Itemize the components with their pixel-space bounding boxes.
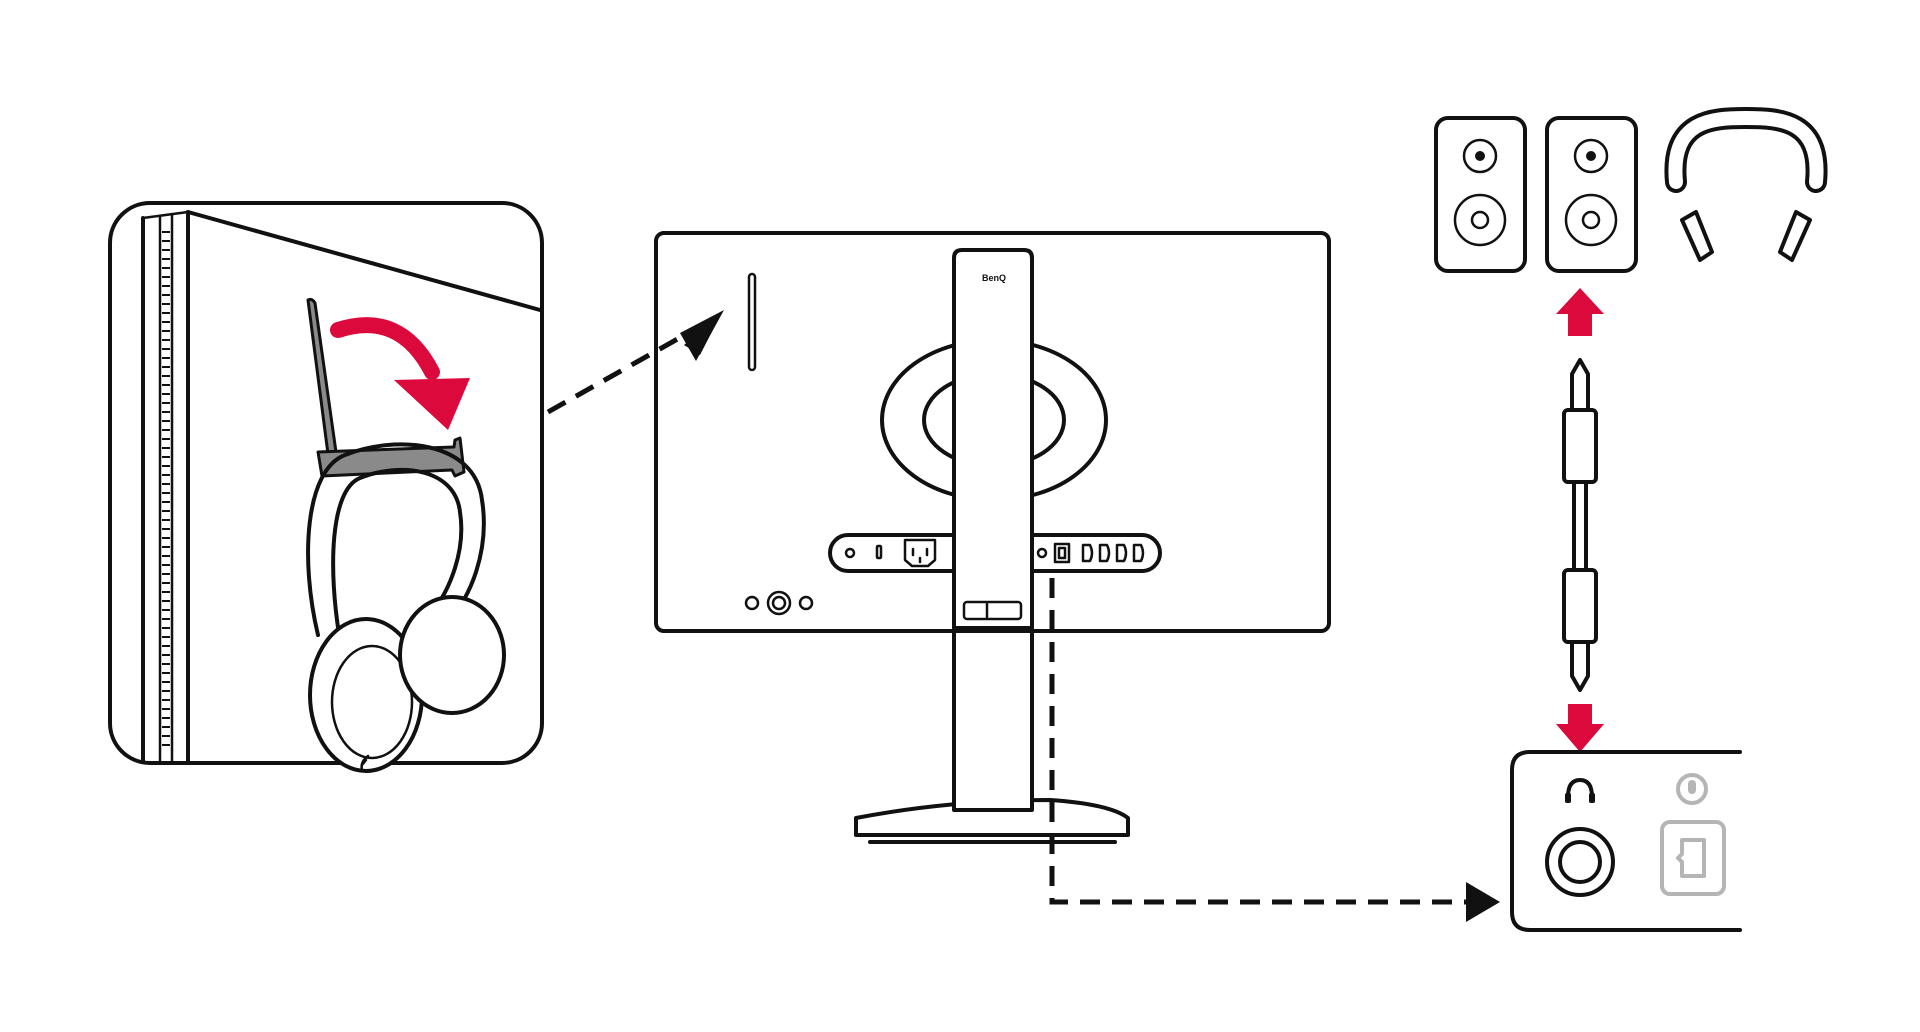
headphone-jack-icon: [1565, 777, 1595, 803]
cable-clip: [962, 600, 1023, 621]
monitor-top-edge: [186, 210, 542, 312]
rotate-down-arrow: [330, 317, 470, 430]
audio-devices: [1434, 106, 1828, 273]
speaker-icon: [1545, 116, 1638, 273]
power-led: [844, 547, 856, 559]
audio-out-port: [1036, 547, 1048, 559]
usb-a-ports: [1081, 543, 1145, 563]
monitor-side-edge: [141, 210, 542, 764]
monitor-stand-base: [854, 798, 1130, 844]
brand-logo: BenQ: [982, 273, 1006, 283]
connector-port-to-jack-panel: [1049, 578, 1500, 922]
hook-arm: [306, 297, 338, 456]
hook-slot: [747, 272, 757, 372]
power-switch: [875, 544, 883, 560]
monitor-back-view: BenQ: [654, 231, 1331, 844]
monitor-stand-column: BenQ: [952, 248, 1034, 630]
headphone-jack-port: [1545, 827, 1615, 897]
headphone-hook: [306, 297, 466, 478]
microphone-icon: [1676, 773, 1708, 805]
disabled-port: [1660, 820, 1726, 896]
speaker-icon: [1434, 116, 1527, 273]
audio-cable-icon: [1556, 288, 1604, 752]
monitor-stand-neck: [952, 618, 1034, 812]
audio-jack-panel: [1510, 750, 1742, 932]
headphones-icon: [1664, 106, 1828, 262]
control-buttons: [744, 590, 814, 616]
inset-headphone-hook: [108, 201, 544, 773]
arrow-down-to-jack: [1556, 704, 1604, 752]
hanging-headphones: [306, 442, 506, 773]
connector-inset-to-hook-slot: [546, 310, 724, 415]
ac-power-inlet: [903, 538, 937, 568]
usb-b-port: [1053, 542, 1071, 564]
arrow-up-to-speakers: [1556, 288, 1604, 336]
